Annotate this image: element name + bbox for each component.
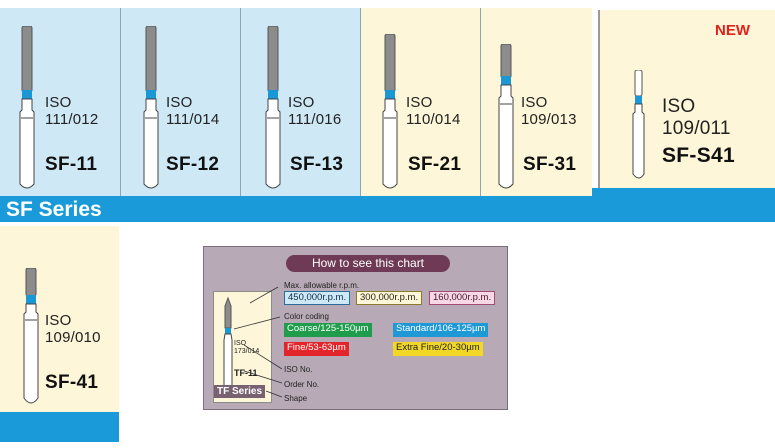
iso-number: 110/014 <box>406 111 461 128</box>
grit-coarse: Coarse/125-150µm <box>284 323 372 337</box>
series-bar <box>0 196 592 222</box>
order-code: SF-11 <box>45 154 98 175</box>
iso-label: ISO <box>166 94 193 111</box>
order-code: SF-12 <box>166 154 220 175</box>
series-title: SF Series <box>6 198 102 221</box>
grit-fine: Fine/53-63µm <box>284 342 349 356</box>
order-code: SF-41 <box>45 372 99 393</box>
sample-bur-icon <box>223 296 233 396</box>
iso-label: ISO <box>45 94 72 111</box>
leader-lines <box>233 286 283 398</box>
bur-icon <box>498 44 514 189</box>
iso-label: ISO <box>406 94 433 111</box>
sample-iso-label: ISO <box>234 340 247 347</box>
order-no-label: Order No. <box>284 380 320 389</box>
iso-label: ISO <box>521 94 548 111</box>
rpm-450000: 450,000r.p.m. <box>284 291 351 305</box>
grit-extra-fine: Extra Fine/20-30µm <box>393 342 483 356</box>
sample-order-code: TF-11 <box>234 368 258 378</box>
sample-series-label: TF Series <box>214 385 266 398</box>
bur-icon <box>19 26 35 189</box>
iso-label: ISO <box>288 94 315 111</box>
order-code: SF-31 <box>523 154 577 175</box>
rpm-300000: 300,000r.p.m. <box>356 291 423 305</box>
series-bar-extension <box>592 188 775 222</box>
iso-label: ISO <box>45 312 72 329</box>
bur-icon <box>265 26 281 189</box>
bur-icon <box>382 34 398 189</box>
bur-icon <box>23 268 39 404</box>
iso-number: 111/012 <box>45 111 99 128</box>
max-rpm-label: Max. allowable r.p.m. <box>284 281 360 290</box>
bur-icon <box>143 26 159 189</box>
iso-number: 111/016 <box>288 111 342 128</box>
iso-no-label: ISO No. <box>284 365 313 374</box>
shape-label: Shape <box>284 394 308 403</box>
order-code: SF-21 <box>408 154 462 175</box>
order-code: SF-S41 <box>662 144 735 167</box>
bur-icon <box>632 70 645 179</box>
rpm-160000: 160,000r.p.m. <box>429 291 496 305</box>
iso-label: ISO <box>662 96 696 117</box>
grit-standard: Standard/106-125µm <box>393 323 489 337</box>
series-bar-bottom <box>0 412 119 442</box>
iso-number: 109/013 <box>521 111 577 128</box>
new-badge: NEW <box>715 22 750 39</box>
sample-iso-number: 173/014 <box>234 348 260 355</box>
iso-number: 109/010 <box>45 329 101 346</box>
legend-title: How to see this chart <box>286 255 450 272</box>
order-code: SF-13 <box>290 154 344 175</box>
iso-number: 109/011 <box>662 118 731 139</box>
iso-number: 111/014 <box>166 111 220 128</box>
color-coding-label: Color coding <box>284 312 329 321</box>
